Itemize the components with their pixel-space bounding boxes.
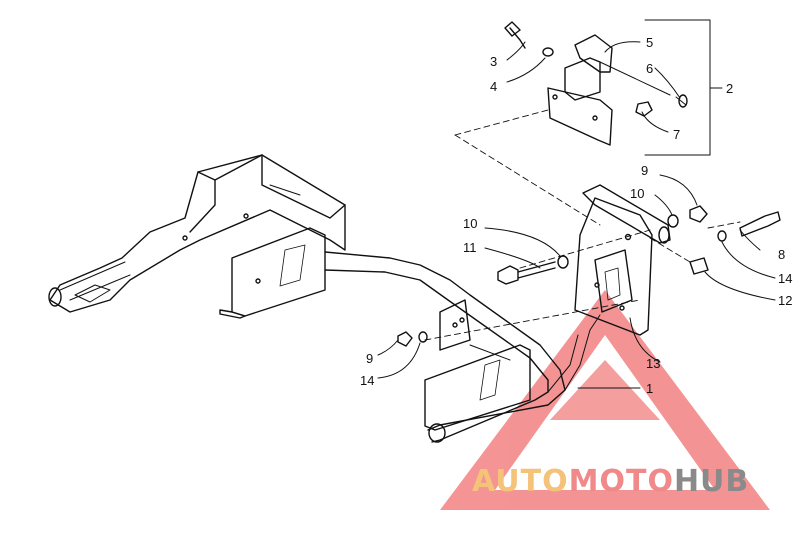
callout-1: 1 (646, 381, 653, 396)
watermark-hub: HUB (673, 464, 750, 499)
front-plate (424, 299, 531, 431)
callout-2: 2 (726, 81, 733, 96)
hardware (397, 21, 781, 347)
left-bracket (48, 154, 346, 313)
callout-4: 4 (490, 79, 497, 94)
callout-6: 6 (646, 61, 653, 76)
callout-11: 11 (463, 240, 477, 255)
callout-leaders (377, 19, 776, 389)
callout-5: 5 (646, 35, 653, 50)
assembly-lines (424, 109, 741, 341)
callout-3: 3 (490, 54, 497, 69)
callout-10-top: 10 (630, 186, 644, 201)
callout-14-right: 14 (778, 271, 792, 286)
callout-9-left: 9 (366, 351, 373, 366)
watermark-logo: AUTOMOTOHUB (472, 464, 749, 499)
rear-plate (219, 227, 326, 319)
callout-13: 13 (646, 356, 660, 371)
watermark-auto: AUTO (472, 464, 569, 499)
main-tube (324, 251, 601, 443)
hitch-plate (574, 184, 671, 336)
callout-8: 8 (778, 247, 785, 262)
callout-labels: 1 2 3 4 5 6 7 8 9 9 10 10 11 12 13 14 14 (360, 35, 792, 396)
callout-9-top: 9 (641, 163, 648, 178)
callout-14-left: 14 (360, 373, 374, 388)
callout-12: 12 (778, 293, 792, 308)
callout-10-left: 10 (463, 216, 477, 231)
watermark-moto: MOTO (568, 464, 674, 499)
pin-bracket (547, 34, 688, 146)
callout-7: 7 (673, 127, 680, 142)
watermark-triangle (440, 290, 770, 510)
